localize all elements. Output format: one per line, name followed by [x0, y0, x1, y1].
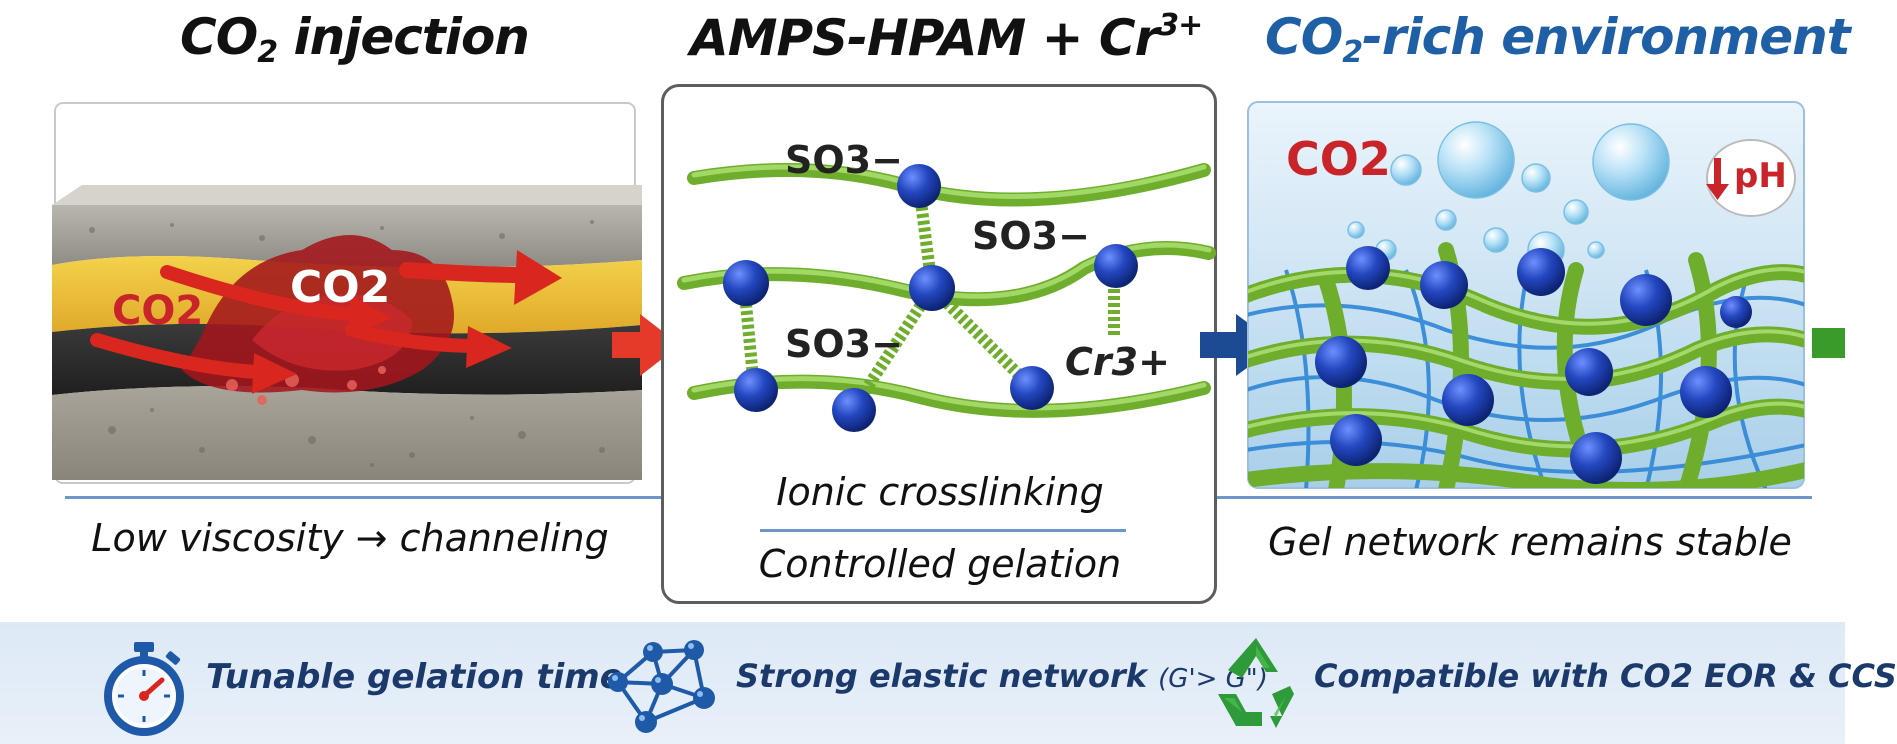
features-bar [0, 622, 1845, 744]
feature-co2-compatible: Compatible with CO2 EOR & CCS [1314, 657, 1897, 695]
left-panel-title: CO2 injection [180, 8, 530, 70]
co2-label-left-b: CO2 [290, 262, 391, 313]
ph-drop-label: pH [1734, 156, 1787, 196]
middle-panel-title: AMPS-HPAM + Cr3+ [690, 8, 1203, 67]
co2-label-left-a: CO2 [112, 288, 204, 334]
feature-elastic-network-sublabel: (G'> G") [1158, 664, 1268, 694]
polymer-chain-diagram [664, 88, 1216, 468]
reservoir-rock-block [52, 100, 642, 490]
middle-caption-top: Ionic crosslinking [776, 470, 1104, 514]
green-arrow-stub [1812, 328, 1845, 358]
so3-label-2: SO3− [972, 214, 1090, 258]
so3-label-1: SO3− [785, 138, 903, 182]
network-molecule-icon [598, 630, 728, 744]
left-separator-line [65, 496, 661, 499]
middle-separator-line [760, 529, 1126, 532]
feature-elastic-network: Strong elastic network (G'> G") [736, 657, 1268, 695]
stopwatch-icon [96, 640, 192, 740]
right-panel-title: CO2-rich environment [1265, 8, 1851, 70]
right-panel-caption: Gel network remains stable [1268, 520, 1792, 564]
gel-network-panel [1246, 100, 1806, 490]
feature-gelation-time: Tunable gelation time [206, 657, 623, 697]
middle-caption-bottom: Controlled gelation [758, 542, 1122, 586]
so3-label-3: SO3− [785, 322, 903, 366]
left-panel-caption: Low viscosity → channeling [91, 516, 609, 560]
recycle-icon [1206, 632, 1306, 736]
cr-ion-label: Cr3+ [1065, 340, 1170, 384]
co2-label-right: CO2 [1286, 132, 1391, 186]
right-separator-line [1217, 496, 1812, 499]
flow-arrow-red [612, 310, 682, 384]
